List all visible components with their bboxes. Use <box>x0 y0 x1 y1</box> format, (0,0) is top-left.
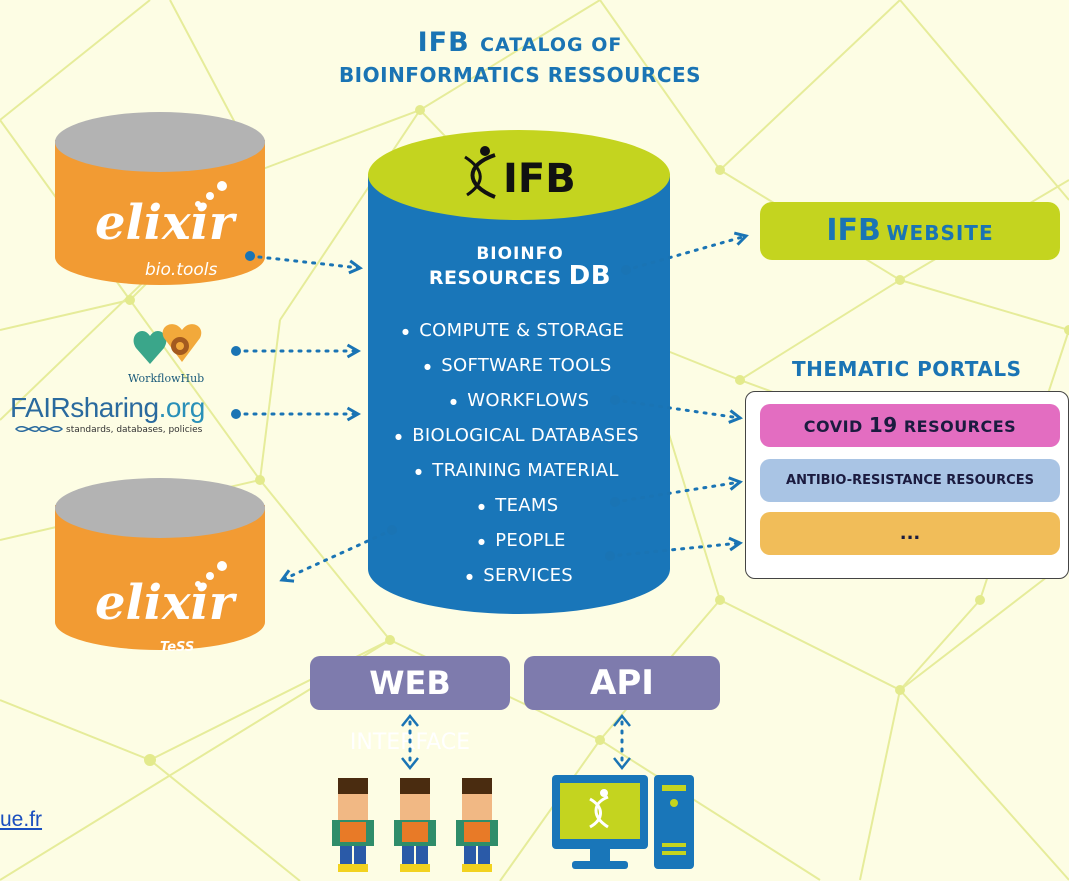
title-ifb: IFB <box>417 27 470 58</box>
web-interface-bold: WEB <box>369 664 451 702</box>
db-item-workflows: WORKFLOWS <box>450 390 589 411</box>
elixir-dots-icon <box>195 181 227 207</box>
fairsharing-sub: standards, databases, policies <box>66 425 203 435</box>
title-catalog: CATALOG OF <box>480 34 623 56</box>
ifb-website-box: IFB WEBSITE <box>760 202 1060 260</box>
tess-cylinder-top <box>55 478 265 538</box>
db-item-teams: TEAMS <box>478 495 558 516</box>
arrow-biotools-db <box>248 254 364 275</box>
db-item-compute: COMPUTE & STORAGE <box>402 320 624 341</box>
db-item-training: TRAINING MATERIAL <box>415 460 619 481</box>
fairsharing-logo: FAIRsharing.org <box>10 392 205 424</box>
ifb-helix-icon <box>464 146 496 199</box>
biotools-cylinder-top <box>55 112 265 172</box>
title-line2: BIOINFORMATICS RESSOURCES <box>338 63 702 87</box>
elixir-dots-icon <box>195 561 227 587</box>
portal-covid: COVID 19 RESOURCES <box>760 404 1060 447</box>
thematic-portals-title: THEMATIC PORTALS <box>792 357 1022 381</box>
arrow-db-tess <box>279 528 394 583</box>
portal-covid-post: RESOURCES <box>903 417 1017 436</box>
db-heading: BIOINFO RESOURCES DB <box>420 244 620 290</box>
biotools-elixir-logo: elixir <box>95 195 235 251</box>
db-heading-db: DB <box>568 261 612 291</box>
db-item-software: SOFTWARE TOOLS <box>424 355 612 376</box>
db-item-services: SERVICES <box>466 565 573 586</box>
db-heading-line1: BIOINFO <box>476 244 564 264</box>
ifb-website-rest: WEBSITE <box>886 221 994 245</box>
users-icon <box>332 778 498 872</box>
portal-covid-pre: COVID <box>803 417 863 436</box>
central-db-top <box>368 130 670 220</box>
db-item-biodb: BIOLOGICAL DATABASES <box>395 425 639 446</box>
ifb-logo: IFB <box>455 145 595 205</box>
workflowhub-label: WorkflowHub <box>128 372 205 385</box>
diagram-title: IFB CATALOG OF BIOINFORMATICS RESSOURCES <box>300 28 740 90</box>
db-heading-resources: RESOURCES <box>428 267 562 289</box>
fairsharing-infinity-icon <box>14 426 64 432</box>
partial-link[interactable]: ue.fr <box>0 808 43 831</box>
portal-antibio: ANTIBIO-RESISTANCE RESOURCES <box>760 459 1060 502</box>
arrow-teams-portals <box>613 476 743 504</box>
biotools-sub: bio.tools <box>145 260 218 280</box>
ifb-logo-text: IFB <box>503 156 576 202</box>
workflowhub-logo-icon <box>133 324 202 364</box>
computer-icon <box>552 775 694 869</box>
db-item-people: PEOPLE <box>478 530 566 551</box>
portal-covid-num: 19 <box>868 413 898 437</box>
ifb-website-bold: IFB <box>826 213 881 248</box>
fairsharing-org: .org <box>158 392 206 423</box>
api-box: API <box>524 656 720 710</box>
arrow-db-website <box>624 231 749 272</box>
arrow-workflows-portals <box>613 398 743 424</box>
portal-more: ... <box>760 512 1060 555</box>
fairsharing-main: FAIRsharing <box>10 392 159 423</box>
arrow-people-portals <box>608 536 744 558</box>
tess-sub: TeSS <box>160 640 195 655</box>
tess-elixir-logo: elixir <box>95 575 235 631</box>
